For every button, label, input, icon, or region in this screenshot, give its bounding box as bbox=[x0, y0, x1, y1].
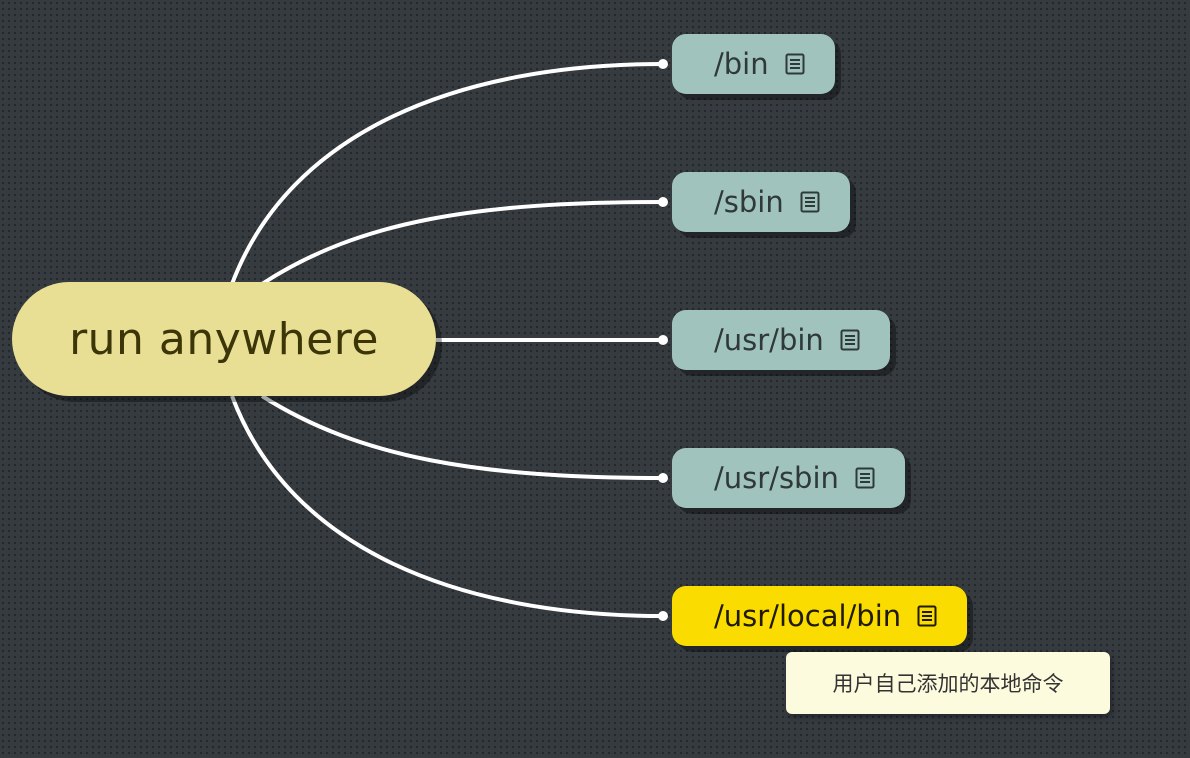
topic-usr-local-bin[interactable]: /usr/local/bin bbox=[672, 586, 968, 646]
note-icon[interactable] bbox=[800, 191, 820, 213]
topic-usr-local-bin-label: /usr/local/bin bbox=[714, 599, 902, 633]
topic-bin-label: /bin bbox=[714, 47, 769, 81]
topic-bin[interactable]: /bin bbox=[672, 34, 835, 94]
connector-bin bbox=[230, 62, 664, 285]
note-icon[interactable] bbox=[840, 329, 860, 351]
note-icon[interactable] bbox=[917, 605, 937, 627]
topic-usr-sbin[interactable]: /usr/sbin bbox=[672, 448, 905, 508]
topic-usr-sbin-label: /usr/sbin bbox=[714, 461, 839, 495]
connector-dot-usr-local-bin bbox=[658, 611, 668, 621]
connector-dot-sbin bbox=[658, 197, 668, 207]
root-topic-label: run anywhere bbox=[69, 313, 379, 365]
topic-usr-bin-label: /usr/bin bbox=[714, 323, 824, 357]
note-icon[interactable] bbox=[785, 53, 805, 75]
topic-sbin[interactable]: /sbin bbox=[672, 172, 850, 232]
topic-sbin-label: /sbin bbox=[714, 185, 784, 219]
connector-usr-sbin bbox=[260, 394, 664, 480]
connector-usr-local-bin bbox=[230, 395, 664, 618]
connector-dot-usr-sbin bbox=[658, 473, 668, 483]
note-tooltip: 用户自己添加的本地命令 bbox=[786, 652, 1110, 714]
connector-dot-usr-bin bbox=[658, 335, 668, 345]
connector-dot-bin bbox=[658, 59, 668, 69]
root-topic[interactable]: run anywhere bbox=[12, 282, 436, 396]
topic-usr-bin[interactable]: /usr/bin bbox=[672, 310, 890, 370]
note-icon[interactable] bbox=[855, 467, 875, 489]
note-text: 用户自己添加的本地命令 bbox=[832, 672, 1064, 696]
connector-sbin bbox=[260, 200, 664, 286]
